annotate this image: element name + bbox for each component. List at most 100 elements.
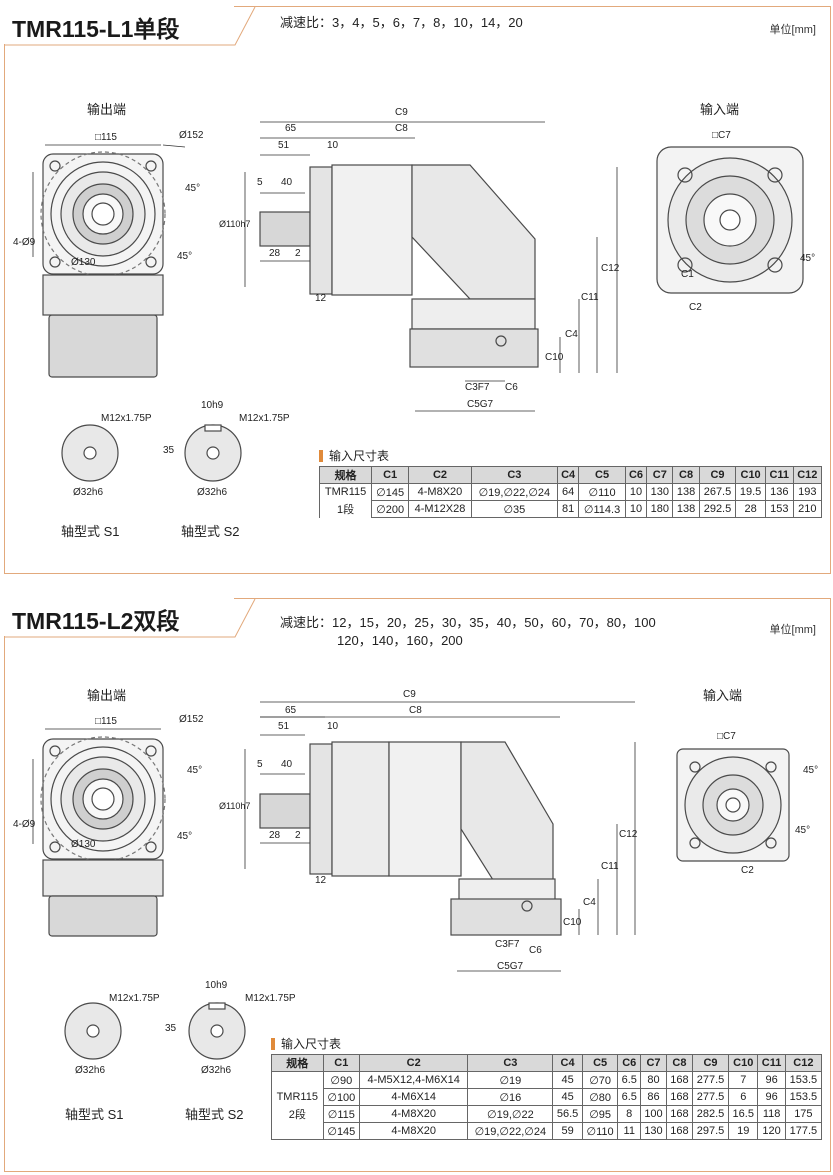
dimension-table-2: 规格 C1 C2 C3 C4 C5 C6 C7 C8 C9 C10 C11 C1… xyxy=(271,1054,823,1140)
dim-45c: 45° xyxy=(803,765,819,776)
dim-m12-s1: M12x1.75P xyxy=(109,993,160,1004)
table-cell: ∅16 xyxy=(467,1088,554,1106)
model-cell: 2段 xyxy=(271,1105,324,1123)
dim-c4: C4 xyxy=(565,329,578,340)
table-cell: 136 xyxy=(764,483,794,501)
table-cell: ∅110 xyxy=(578,483,626,501)
heading-bar xyxy=(271,1037,275,1050)
col-header: C7 xyxy=(640,1054,667,1072)
table-cell: 8 xyxy=(617,1105,642,1123)
title-tab: TMR115-L1单段 xyxy=(4,6,234,44)
col-header: 规格 xyxy=(271,1054,324,1072)
table-cell: 130 xyxy=(646,483,674,501)
dim-28: 28 xyxy=(269,248,281,259)
table-cell: ∅70 xyxy=(581,1071,619,1089)
table-cell: 277.5 xyxy=(691,1071,730,1089)
panel-single-stage: TMR115-L1单段 减速比：3，4，5，6，7，8，10，14，20 单位[… xyxy=(4,6,831,574)
col-header: 规格 xyxy=(318,466,373,484)
col-header: C12 xyxy=(784,1054,823,1072)
table-cell: 153.5 xyxy=(784,1088,823,1106)
dim-d152: Ø152 xyxy=(179,130,204,141)
shaft-s1-label: 轴型式 S1 xyxy=(65,1107,124,1122)
table-cell: ∅90 xyxy=(322,1071,361,1089)
col-header: C11 xyxy=(757,1054,786,1072)
table-header-row: 规格 C1 C2 C3 C4 C5 C6 C7 C8 C9 C10 C11 C1… xyxy=(318,466,823,484)
table-row: TMR115 ∅145 4-M8X20 ∅19,∅22,∅24 64 ∅110 … xyxy=(318,483,823,501)
heading-bar xyxy=(319,449,323,462)
panel-double-stage: TMR115-L2双段 减速比：12，15，20，25，30，35，40，50，… xyxy=(4,598,831,1172)
table-cell: 100 xyxy=(640,1105,667,1123)
table-cell: 96 xyxy=(757,1088,786,1106)
dim-51: 51 xyxy=(278,721,290,732)
dim-c7: □C7 xyxy=(712,130,731,141)
table-cell: 177.5 xyxy=(784,1122,823,1140)
table-cell: ∅110 xyxy=(581,1122,619,1140)
table-cell: 138 xyxy=(672,483,700,501)
col-header: C9 xyxy=(691,1054,730,1072)
side-view xyxy=(259,741,562,936)
table-cell: 10 xyxy=(624,500,648,518)
dim-45a: 45° xyxy=(187,765,203,776)
table-cell: 45 xyxy=(552,1088,583,1106)
reduction-ratio: 减速比：3，4，5，6，7，8，10，14，20 xyxy=(280,15,523,30)
table-cell: 7 xyxy=(728,1071,759,1089)
page-title: TMR115-L1单段 xyxy=(12,16,180,42)
table-cell: 86 xyxy=(640,1088,667,1106)
col-header: C10 xyxy=(728,1054,759,1072)
output-dim-lines xyxy=(32,144,186,257)
dim-5: 5 xyxy=(257,759,263,770)
table-heading: 输入尺寸表 xyxy=(271,1035,341,1052)
shaft-s2-label: 轴型式 S2 xyxy=(185,1107,244,1122)
table-cell: 16.5 xyxy=(728,1105,759,1123)
shaft-s1-label: 轴型式 S1 xyxy=(61,524,120,539)
table-cell: 4-M5X12,4-M6X14 xyxy=(359,1071,469,1089)
dim-sq115: □115 xyxy=(95,716,117,727)
dim-35: 35 xyxy=(163,445,175,456)
table-cell: 180 xyxy=(646,500,674,518)
table-cell: 11 xyxy=(617,1122,642,1140)
reduction-ratio-line1: 减速比：12，15，20，25，30，35，40，50，60，70，80，100 xyxy=(280,615,656,630)
table-cell: 4-M12X28 xyxy=(408,500,472,518)
table-cell: ∅19,∅22 xyxy=(467,1105,554,1123)
output-flange-view xyxy=(40,736,166,937)
output-dim-lines xyxy=(32,728,161,844)
table-cell: 6.5 xyxy=(617,1088,642,1106)
output-flange-view xyxy=(40,151,166,378)
dim-c6: C6 xyxy=(505,382,518,393)
unit-label: 单位[mm] xyxy=(769,624,816,636)
table-cell: ∅145 xyxy=(371,483,410,501)
table-cell: 80 xyxy=(640,1071,667,1089)
col-header: C3 xyxy=(467,1054,554,1072)
dim-2: 2 xyxy=(295,830,301,841)
table-cell: 153.5 xyxy=(784,1071,823,1089)
page-title: TMR115-L2双段 xyxy=(12,608,180,634)
model-cell: 1段 xyxy=(318,500,373,518)
dim-c12: C12 xyxy=(601,263,620,274)
dim-10h9: 10h9 xyxy=(205,980,228,991)
dim-40: 40 xyxy=(281,759,293,770)
reduction-ratio-line2: 120，140，160，200 xyxy=(337,633,463,648)
col-header: C3 xyxy=(470,466,558,484)
dim-d110: Ø110h7 xyxy=(219,219,251,229)
dim-45d: 45° xyxy=(795,825,811,836)
table-row: 2段 ∅115 4-M8X20 ∅19,∅22 56.5 ∅95 8 100 1… xyxy=(271,1105,823,1123)
dim-m12-s2: M12x1.75P xyxy=(245,993,296,1004)
table-cell: ∅200 xyxy=(371,500,410,518)
dim-65: 65 xyxy=(285,705,297,716)
single-stage-drawing xyxy=(5,7,804,482)
double-stage-drawing xyxy=(5,599,790,1060)
table-cell: ∅35 xyxy=(470,500,558,518)
dim-d32-s2: Ø32h6 xyxy=(201,1065,232,1076)
table-cell: 56.5 xyxy=(552,1105,583,1123)
table-cell: 10 xyxy=(624,483,648,501)
dim-12: 12 xyxy=(315,293,327,304)
dim-4-9: 4-Ø9 xyxy=(13,819,36,830)
dim-c5: C5G7 xyxy=(497,961,524,972)
table-cell: 118 xyxy=(757,1105,786,1123)
dim-c8: C8 xyxy=(409,705,422,716)
dim-51: 51 xyxy=(278,140,290,151)
col-header: C5 xyxy=(581,1054,619,1072)
table-cell: 210 xyxy=(792,500,823,518)
table-cell: 153 xyxy=(764,500,794,518)
dim-40: 40 xyxy=(281,177,293,188)
